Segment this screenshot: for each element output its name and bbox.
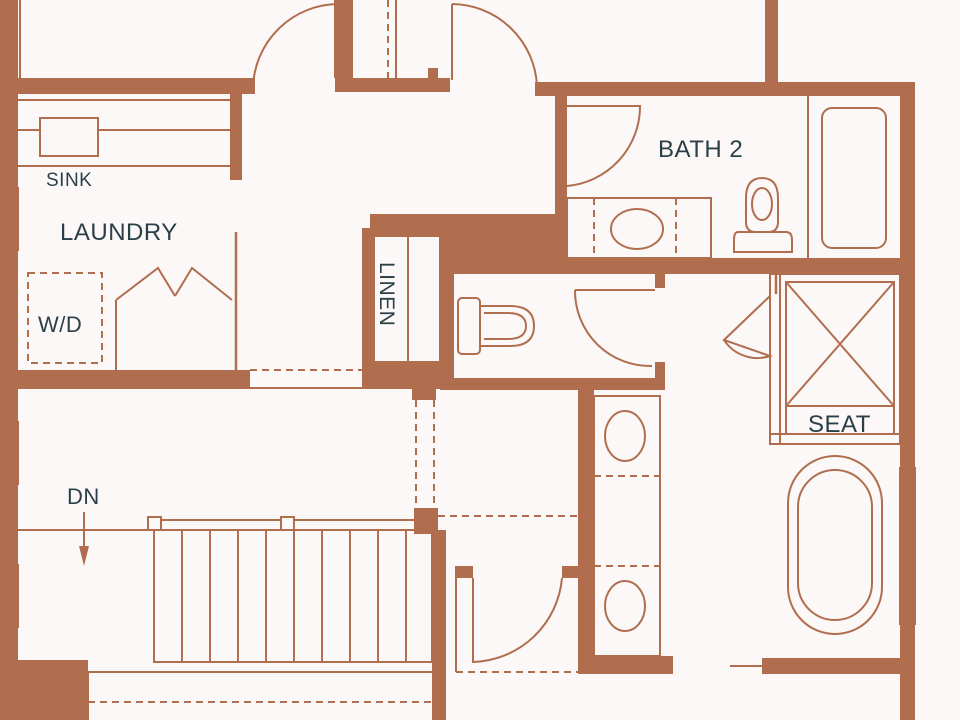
window-hall (0, 421, 19, 485)
sink-counter (18, 99, 230, 167)
double-vanity (593, 395, 661, 657)
bath2-vanity (566, 197, 712, 259)
wall-bath2-bottom (440, 258, 915, 274)
wall-top-left (0, 78, 255, 94)
freestanding-tub (787, 455, 883, 635)
vanity-sink-lower (604, 580, 646, 632)
wall-stair-right (432, 530, 446, 720)
wall-upper-pillar-b (335, 78, 450, 92)
shower-enclosure (769, 273, 901, 445)
door-swing-upper-left (252, 2, 340, 94)
shower-seat (785, 405, 895, 435)
window-laundry (0, 187, 19, 251)
label-washer-dryer: W/D (38, 312, 82, 337)
wc-door-swing (573, 289, 653, 368)
laundry-room (18, 99, 362, 389)
washer-dryer-space (27, 272, 103, 364)
wall-wc-left (440, 274, 454, 388)
shower-door-swing (722, 295, 774, 359)
wall-master-bottom (762, 658, 907, 674)
wall-top-right-stub (765, 0, 777, 90)
bath2-toilet (733, 176, 793, 253)
wc-toilet (457, 297, 536, 355)
wall-laundry-bottom (0, 370, 250, 388)
wall-door-jamb-a (455, 566, 473, 578)
bath2-tub (821, 107, 887, 249)
wall-laundry-inner-vertical (230, 94, 242, 180)
vanity-sink-upper (604, 410, 646, 462)
master-bath (593, 273, 901, 667)
label-sink: SINK (46, 170, 92, 191)
linen-closet (373, 235, 441, 363)
bath2-door-swing (566, 105, 642, 187)
wall-left-exterior (0, 0, 18, 720)
label-seat: SEAT (808, 411, 871, 438)
wall-door-jamb-b (562, 566, 582, 578)
down-arrow-icon (79, 512, 89, 566)
hall-and-stairs (18, 387, 586, 720)
wall-vanity-left (578, 388, 594, 673)
windows (0, 187, 916, 628)
label-linen: LINEN (375, 262, 398, 326)
label-stairs-down: DN (67, 484, 100, 509)
walls (0, 0, 915, 720)
laundry-closet-bifold-doors (115, 232, 238, 370)
wall-upper-pillar-c (428, 68, 438, 84)
water-closet (457, 289, 655, 368)
staircase (18, 516, 433, 720)
room-labels: SINK LAUNDRY W/D BATH 2 LINEN SEAT DN (38, 136, 871, 509)
bath-2 (566, 96, 887, 259)
wall-bottom-left-corner (0, 660, 88, 720)
wall-vanity-bottom (578, 656, 673, 674)
window-master-bath (899, 467, 916, 625)
door-swing-upper-right (451, 3, 538, 87)
upper-doors (19, 0, 778, 94)
wall-linen-left (362, 228, 374, 388)
bath2-sink-basin (610, 208, 664, 250)
closet-door-swing (472, 577, 563, 664)
label-bath-2: BATH 2 (658, 136, 743, 163)
wall-wc-right-stub (655, 362, 665, 390)
wall-right-exterior (900, 82, 915, 720)
wall-bath2-top (535, 82, 915, 96)
shower-pan (785, 281, 895, 407)
label-laundry: LAUNDRY (60, 219, 178, 246)
wall-linen-bottom (362, 362, 447, 388)
wall-wc-top-stub (655, 270, 665, 288)
window-stair (0, 564, 19, 628)
wall-hall-post (412, 386, 436, 400)
wall-bath2-left-upper (555, 96, 567, 186)
